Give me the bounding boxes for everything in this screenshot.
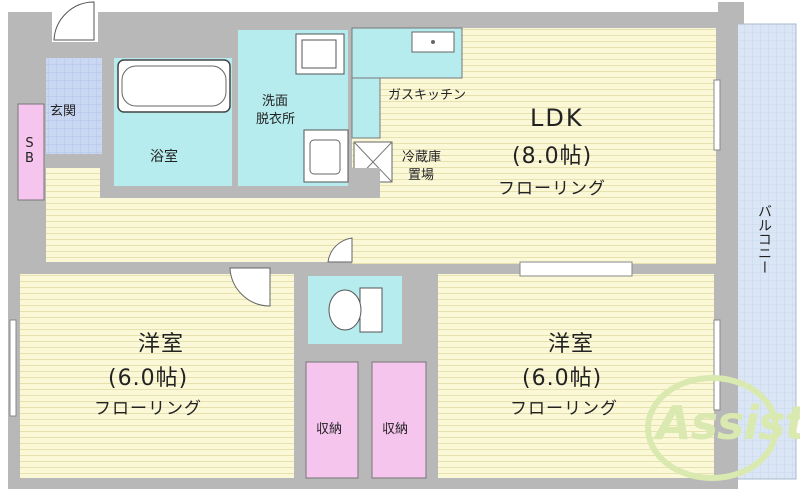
storage-closet-1 [305,361,359,479]
ldk-floor: フローリング [498,179,606,199]
logo: Assist [656,396,800,450]
ldk-name: LDK [530,104,584,132]
washroom-label-1: 洗面 [262,94,289,109]
room2-name: 洋室 [548,332,595,357]
genkan-floor [46,58,102,154]
bathtub [117,59,231,113]
shoe-box [17,103,45,201]
genkan-label: 玄関 [50,104,77,119]
room2-floor [438,274,714,478]
washroom-label-2: 脱衣所 [256,112,296,127]
fridge-label-2: 置場 [408,168,435,183]
room1-floor [20,274,294,478]
kitchen-side-counter [351,77,381,139]
room2-floor: フローリング [510,399,618,419]
storage-closet-2 [371,361,427,479]
room1-size: (6.0帖) [108,366,189,391]
ldk-size: (8.0帖) [512,144,593,169]
assist-logo-mark [645,375,779,481]
balcony-label: バルコニー [756,204,772,274]
bath-label: 浴室 [150,149,178,165]
kitchen-label: ガスキッチン [388,88,467,103]
room1-name: 洋室 [138,332,185,357]
top-right-wall [718,2,744,24]
sb-label: SB [22,136,37,166]
room1-floor: フローリング [94,399,202,419]
room2-size: (6.0帖) [522,366,603,391]
balcony-area [727,23,797,480]
fridge-label-1: 冷蔵庫 [402,150,442,165]
hallway-lower [46,198,370,262]
storage-label-2: 収納 [382,422,409,437]
storage-label-1: 収納 [316,422,343,437]
